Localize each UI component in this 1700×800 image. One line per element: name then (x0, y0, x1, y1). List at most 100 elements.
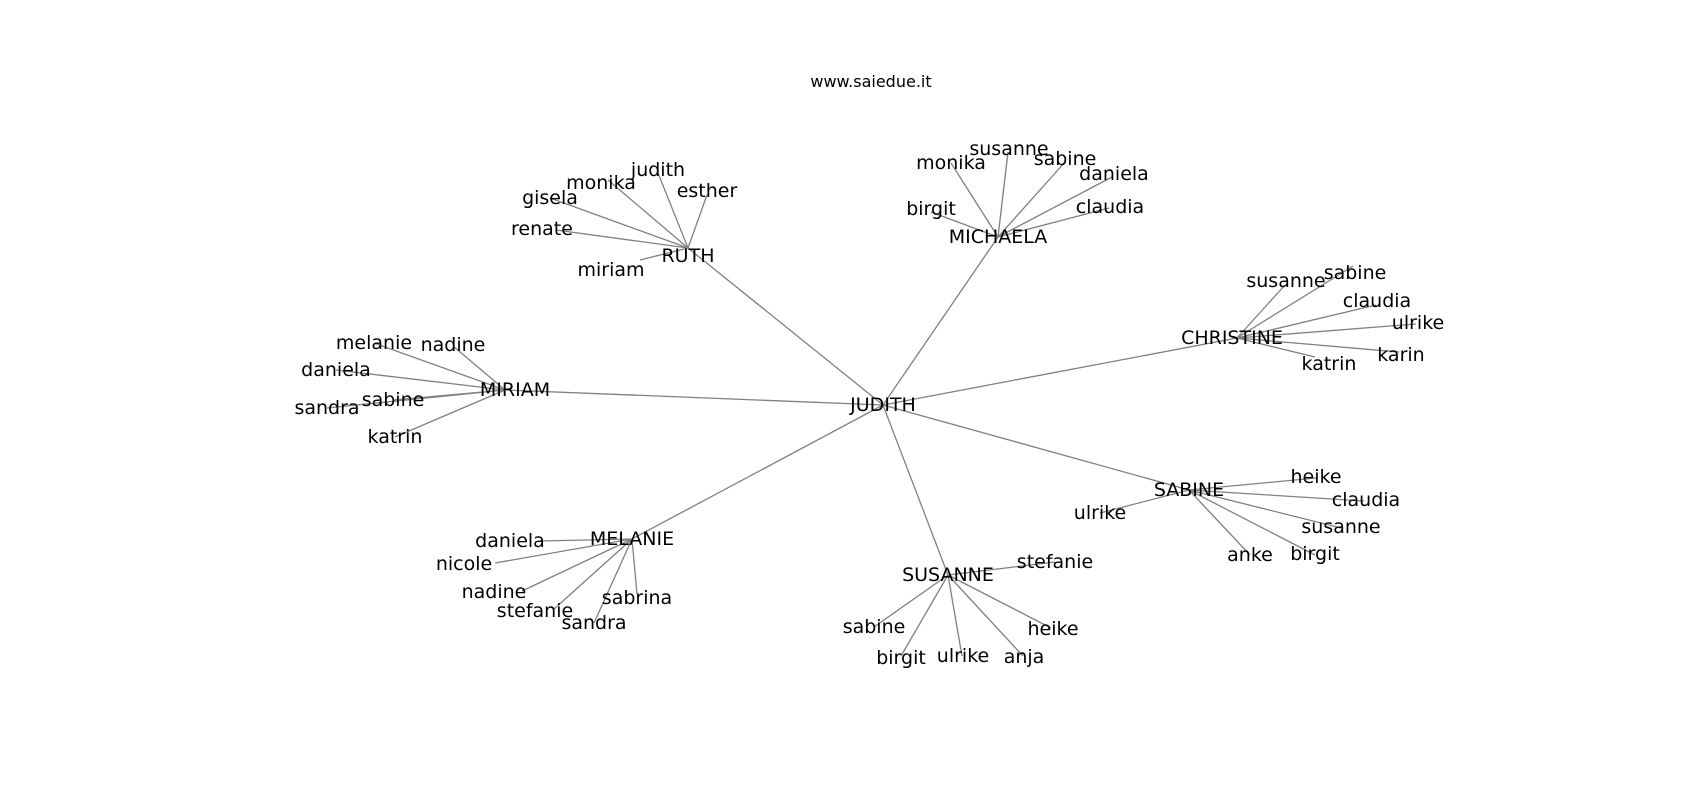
leaf-node-sabrina: sabrina (602, 587, 672, 609)
edge-ruth-to-monika (607, 179, 689, 249)
leaf-node-sabine: sabine (362, 389, 425, 411)
edge-ruth-to-judith (657, 172, 689, 249)
leaf-node-claudia: claudia (1076, 196, 1144, 218)
edge-christine-to-karin (1236, 337, 1400, 353)
leaf-node-miriam: miriam (577, 259, 644, 281)
edge-sabine-to-ulrike (1099, 489, 1190, 514)
edge-sabine-to-birgit (1188, 489, 1316, 556)
edge-ruth-to-renate (555, 229, 689, 249)
leaf-node-susanne: susanne (1301, 516, 1380, 538)
edge-melanie-to-sandra (593, 538, 633, 624)
leaf-node-stefanie: stefanie (497, 600, 573, 622)
edge-sabine-to-heike (1188, 477, 1317, 491)
leaf-node-ulrike: ulrike (1074, 502, 1126, 524)
leaf-node-renate: renate (511, 218, 573, 240)
leaf-node-heike: heike (1290, 466, 1341, 488)
hub-node-ruth: RUTH (661, 245, 714, 267)
leaf-node-ulrike: ulrike (937, 645, 989, 667)
leaf-node-ulrike: ulrike (1392, 312, 1444, 334)
leaf-node-sandra: sandra (294, 397, 359, 419)
edge-center-to-sabine (882, 404, 1190, 491)
edge-michaela-to-sabine (997, 161, 1066, 238)
leaf-node-katrin: katrin (368, 426, 423, 448)
hub-node-sabine: SABINE (1154, 479, 1224, 501)
hub-node-melanie: MELANIE (590, 528, 674, 550)
edge-susanne-to-birgit (900, 574, 949, 657)
leaf-node-susanne: susanne (969, 138, 1048, 160)
edge-center-to-michaela (882, 236, 999, 406)
edge-ruth-to-miriam (639, 247, 689, 261)
leaf-node-melanie: melanie (336, 332, 412, 354)
leaf-node-karin: karin (1377, 344, 1424, 366)
edge-melanie-to-stefanie (553, 538, 633, 610)
edge-miriam-to-sandra (326, 389, 506, 409)
hub-node-michaela: MICHAELA (949, 226, 1048, 248)
leaf-node-sandra: sandra (561, 612, 626, 634)
leaf-node-sabine: sabine (1324, 262, 1387, 284)
hub-node-miriam: MIRIAM (480, 379, 550, 401)
edge-susanne-to-ulrike (947, 574, 963, 657)
edge-melanie-to-nicole (494, 538, 633, 564)
edge-ruth-to-esther (687, 194, 708, 249)
leaf-node-anja: anja (1004, 646, 1045, 668)
edge-michaela-to-monika (950, 162, 999, 238)
leaf-node-katrin: katrin (1302, 353, 1357, 375)
leaf-node-stefanie: stefanie (1017, 551, 1093, 573)
leaf-node-gisela: gisela (522, 187, 578, 209)
leaf-node-heike: heike (1027, 618, 1078, 640)
leaf-node-susanne: susanne (1246, 270, 1325, 292)
leaf-node-birgit: birgit (906, 198, 956, 220)
leaf-node-monika: monika (566, 172, 636, 194)
edge-michaela-to-claudia (997, 207, 1110, 238)
leaf-node-daniela: daniela (475, 530, 545, 552)
leaf-node-esther: esther (677, 180, 738, 202)
leaf-node-daniela: daniela (1079, 163, 1149, 185)
edge-center-to-melanie (631, 404, 884, 540)
leaf-node-judith: judith (630, 159, 685, 181)
hub-node-christine: CHRISTINE (1181, 327, 1283, 349)
leaf-node-claudia: claudia (1343, 290, 1411, 312)
leaf-node-birgit: birgit (1290, 543, 1340, 565)
leaf-node-nadine: nadine (421, 334, 486, 356)
edge-susanne-to-stefanie (947, 561, 1056, 576)
edge-sabine-to-susanne (1188, 489, 1342, 529)
edge-susanne-to-heike (947, 574, 1052, 629)
edge-christine-to-sabine (1236, 265, 1354, 339)
edges (326, 151, 1417, 657)
edge-center-to-christine (882, 337, 1238, 406)
leaf-node-monika: monika (916, 152, 986, 174)
edge-christine-to-ulrike (1236, 323, 1417, 339)
edge-miriam-to-katrin (394, 389, 506, 438)
caption: www.saiedue.it (810, 72, 931, 91)
edge-miriam-to-nadine (452, 345, 506, 391)
leaf-node-sabine: sabine (1034, 148, 1097, 170)
leaf-node-nadine: nadine (462, 581, 527, 603)
leaf-node-nicole: nicole (436, 553, 492, 575)
edge-melanie-to-daniela (539, 538, 633, 542)
edge-susanne-to-sabine (873, 574, 949, 628)
edge-michaela-to-daniela (997, 176, 1113, 238)
edge-melanie-to-sabrina (631, 538, 638, 595)
leaf-node-anke: anke (1227, 544, 1273, 566)
edge-center-to-susanne (882, 404, 949, 576)
edge-ruth-to-gisela (549, 197, 689, 249)
edge-melanie-to-nadine (521, 538, 633, 592)
leaf-node-daniela: daniela (301, 359, 371, 381)
leaf-node-claudia: claudia (1332, 489, 1400, 511)
edge-miriam-to-daniela (335, 369, 506, 391)
center-node: JUDITH (849, 394, 916, 416)
edge-miriam-to-melanie (373, 342, 506, 391)
edge-michaela-to-susanne (997, 151, 1009, 238)
edge-center-to-ruth (687, 247, 884, 406)
edge-center-to-miriam (504, 389, 884, 406)
edge-sabine-to-claudia (1188, 489, 1365, 502)
edge-susanne-to-anja (947, 574, 1024, 657)
edge-christine-to-claudia (1236, 304, 1377, 339)
edge-michaela-to-birgit (930, 211, 999, 238)
edge-sabine-to-anke (1188, 489, 1251, 556)
edge-christine-to-susanne (1236, 284, 1286, 339)
hub-node-susanne: SUSANNE (902, 564, 994, 586)
leaf-node-sabine: sabine (843, 616, 906, 638)
